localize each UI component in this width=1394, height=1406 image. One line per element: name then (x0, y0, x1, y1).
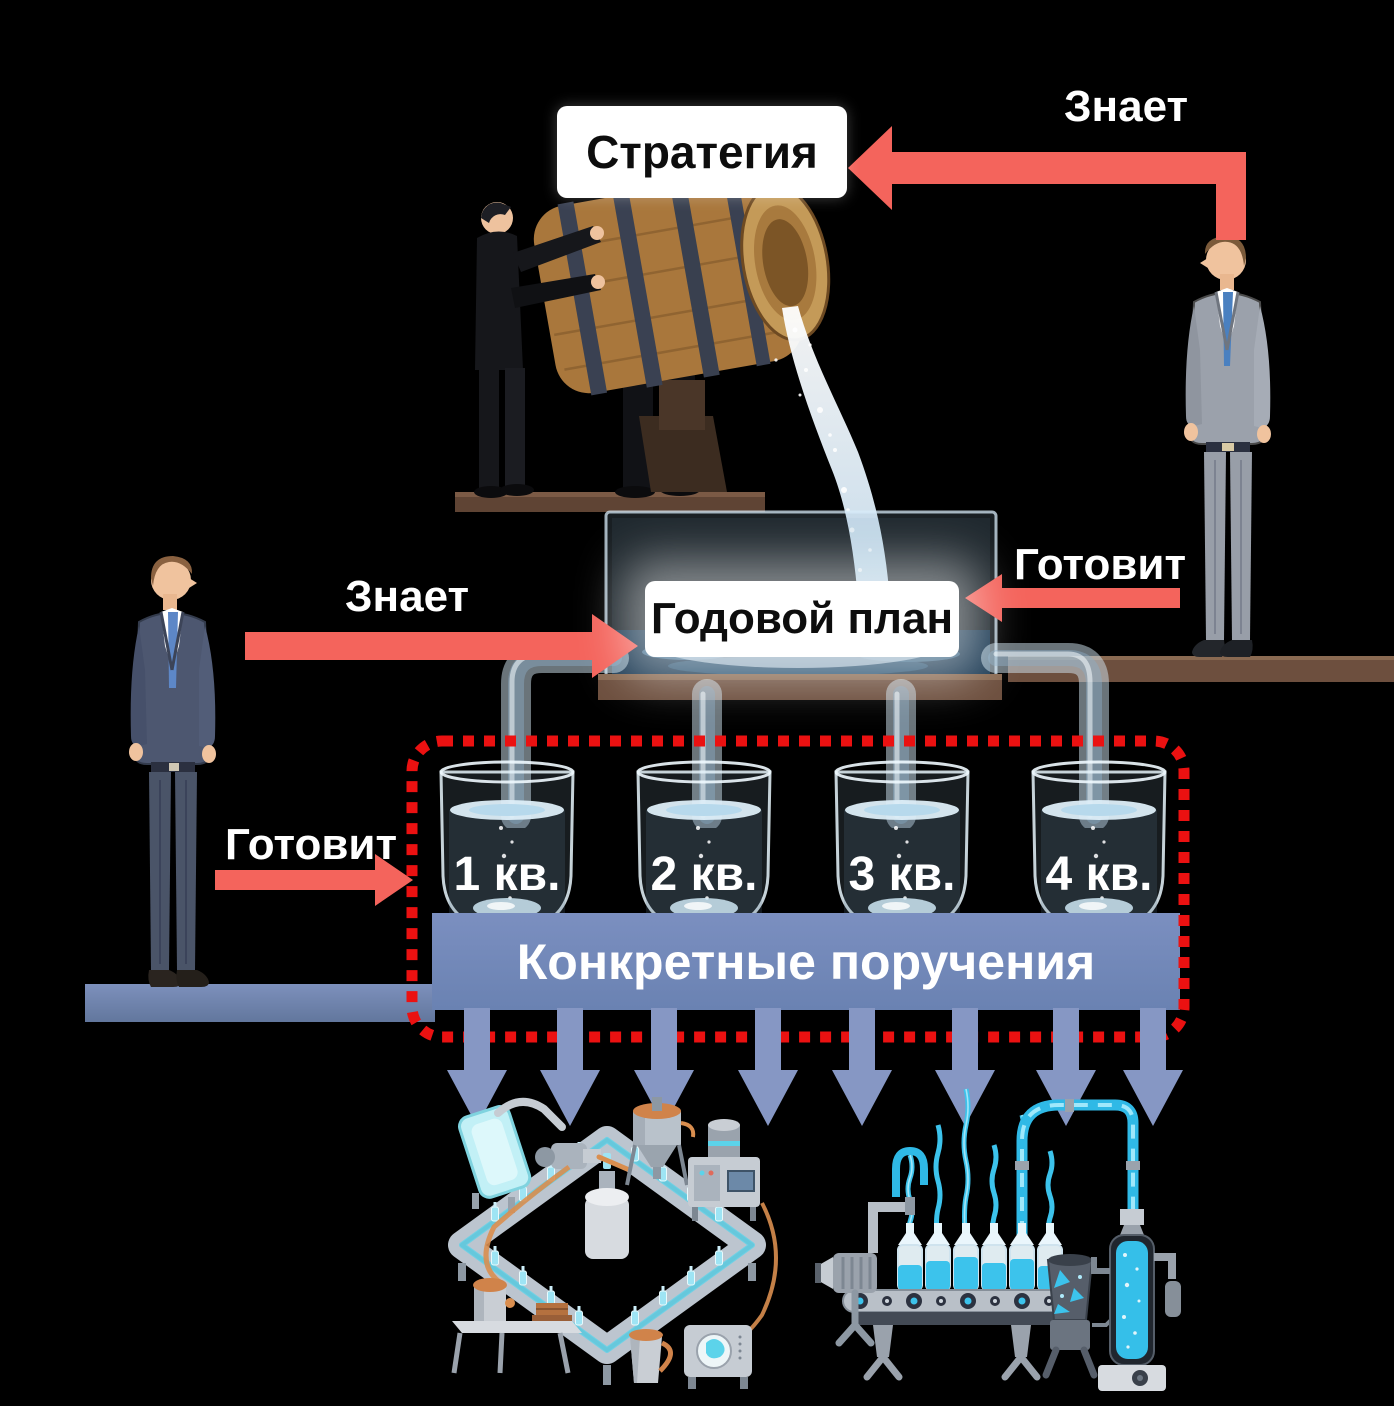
dotted-border-icon (406, 735, 1190, 1043)
isometric-bottling-factory-icon (448, 1097, 778, 1389)
filler-machine-icon (585, 1153, 629, 1259)
left-platform-icon (85, 984, 435, 1022)
pump-motor-icon (535, 1143, 630, 1172)
arrow-prepares-left-icon (215, 854, 413, 906)
quarter-label: 1 кв. (454, 848, 561, 901)
arrow-knows-top-icon (848, 126, 1246, 240)
annual-plan-box: Годовой план (645, 581, 959, 657)
knows-left-label: Знает (344, 572, 470, 621)
quarter-label: 3 кв. (849, 848, 956, 901)
pipe-arch-icon (1015, 1099, 1140, 1235)
businessman-dark-suit-icon (129, 556, 216, 987)
water-cooler-icon (458, 1105, 532, 1199)
bottles-row-icon (897, 1223, 1063, 1291)
annual-plan-label: Годовой план (650, 594, 954, 643)
barrel-stand-icon (639, 416, 727, 492)
bottling-line-icon (815, 1088, 1181, 1391)
pitcher-icon (629, 1329, 673, 1383)
distiller-column-icon (1091, 1209, 1181, 1391)
washer-machine-icon (684, 1325, 752, 1389)
mixing-hopper-icon (1042, 1254, 1114, 1379)
arrow-prepares-right-icon (965, 574, 1180, 622)
down-arrows-icon (447, 1008, 1183, 1126)
conveyor-belt-icon (842, 1289, 1074, 1381)
barrel-pouring-icon (455, 172, 831, 512)
pump-icon (815, 1197, 915, 1347)
businessman-gray-suit-icon (1184, 236, 1271, 657)
quarter-label: 2 кв. (651, 848, 758, 901)
hopper-icon (625, 1097, 696, 1186)
grinder-table-icon (451, 1278, 582, 1374)
quarter-label: 4 кв. (1046, 848, 1153, 901)
glass-q4-icon: 4 кв. (1031, 760, 1167, 930)
assignments-label: Конкретные поручения (516, 933, 1096, 990)
small-pipe-arch-icon (892, 1146, 928, 1197)
strategy-box: Стратегия (557, 106, 847, 198)
prepares-right-label: Готовит (1014, 540, 1187, 589)
strategy-label: Стратегия (586, 126, 818, 178)
knows-top-label: Знает (1063, 82, 1189, 131)
man-black-suit-icon (474, 202, 605, 498)
mixer-machine-icon (688, 1119, 760, 1221)
prepares-left-label: Готовит (225, 820, 398, 869)
pipes-icon (501, 643, 1109, 828)
assignments-bar: Конкретные поручения (432, 913, 1180, 1010)
arrow-knows-left-icon (245, 614, 638, 678)
